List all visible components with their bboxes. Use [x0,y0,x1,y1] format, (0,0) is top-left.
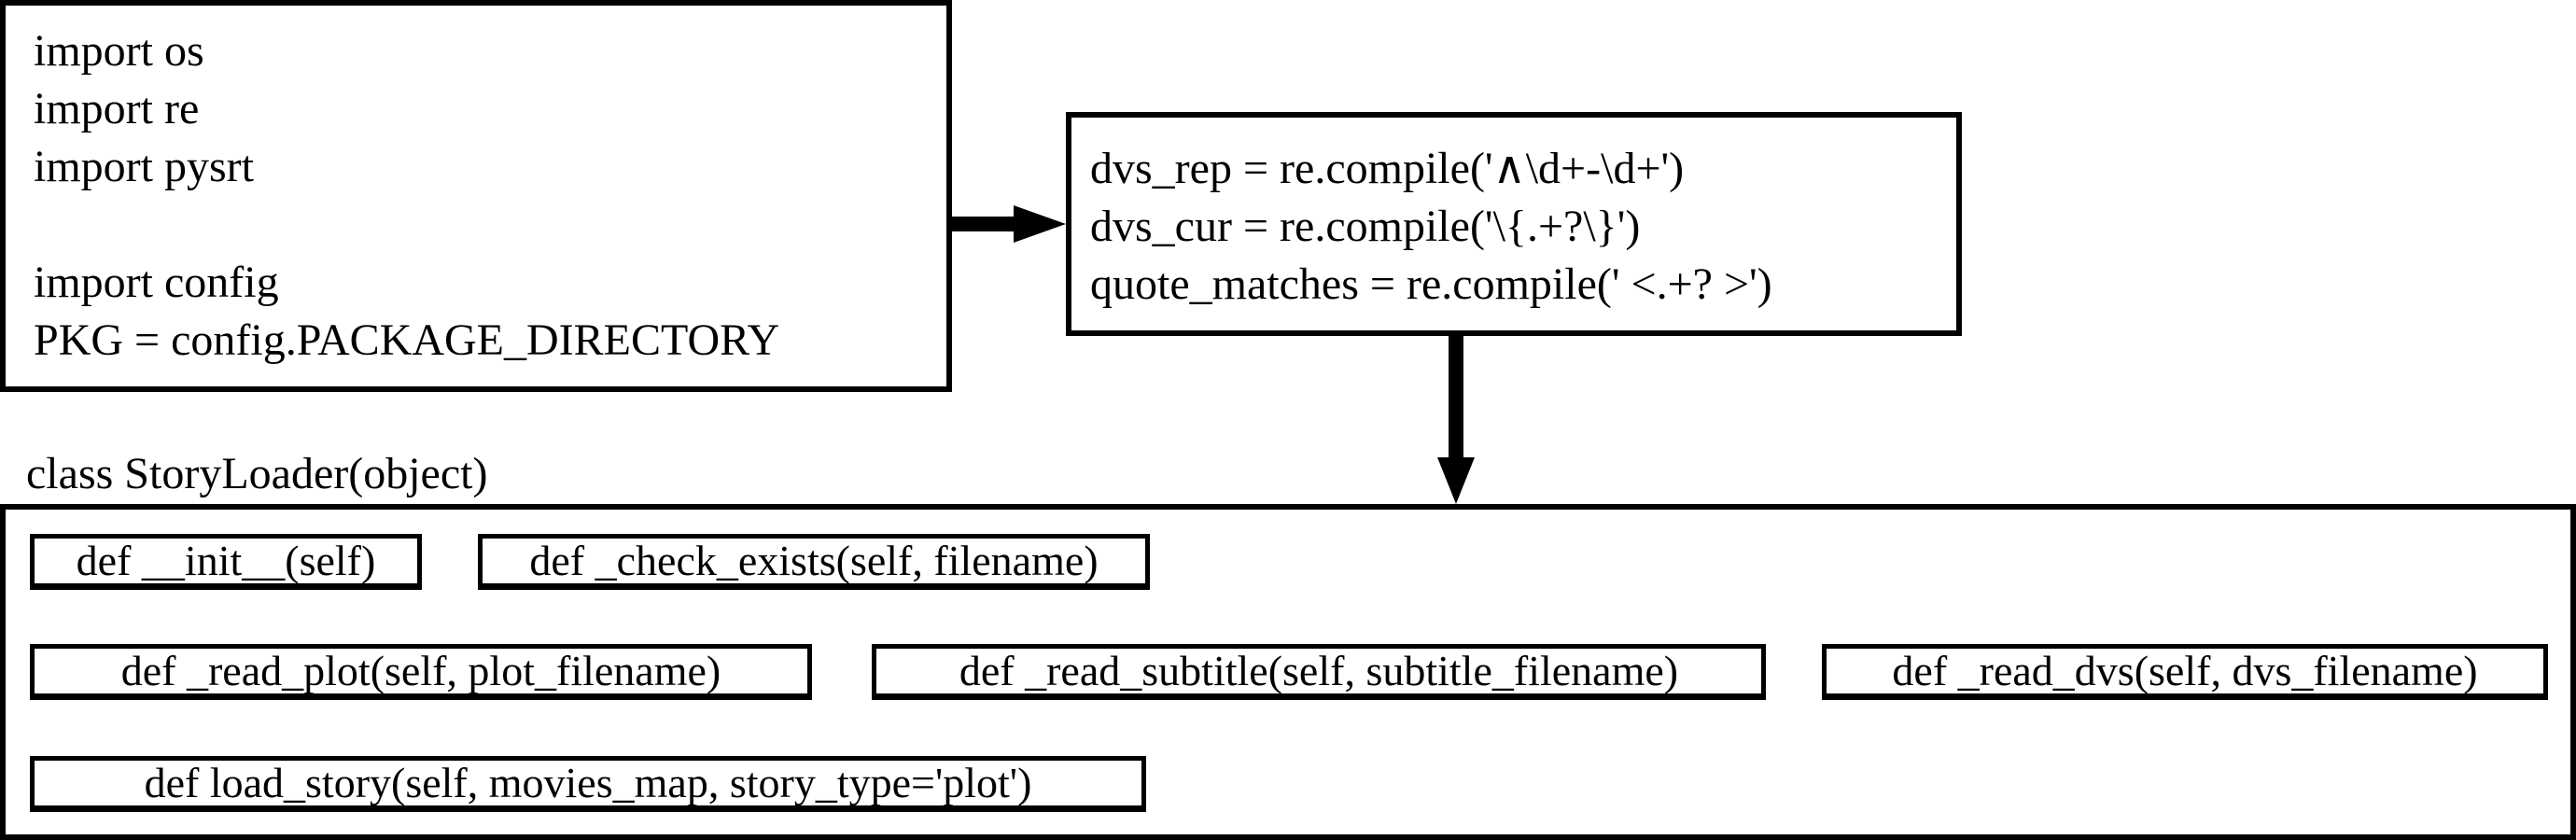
arrow-imports-to-regex [952,205,1066,243]
import-line: import os [34,26,204,76]
method-read-dvs: def _read_dvs(self, dvs_filename) [1822,644,2548,700]
class-label: class StoryLoader(object) [26,449,488,498]
regex-block: dvs_rep = re.compile('∧\d+-\d+') dvs_cur… [1066,112,1962,336]
method-check-exists: def _check_exists(self, filename) [478,534,1150,590]
regex-line: dvs_rep = re.compile('∧\d+-\d+') [1090,144,1685,193]
method-load-story: def load_story(self, movies_map, story_t… [30,756,1146,812]
import-line: import re [34,84,200,133]
regex-line: quote_matches = re.compile(' <.+? >') [1090,259,1772,309]
arrow-regex-to-class [1437,336,1475,504]
import-line: import pysrt [34,142,254,191]
method-read-plot: def _read_plot(self, plot_filename) [30,644,812,700]
import-line: PKG = config.PACKAGE_DIRECTORY [34,315,780,365]
method-read-subtitle: def _read_subtitle(self, subtitle_filena… [872,644,1766,700]
import-line: import config [34,258,279,307]
method-init: def __init__(self) [30,534,422,590]
imports-block: import os import re import pysrt import … [0,0,952,392]
regex-line: dvs_cur = re.compile('\{.+?\}') [1090,202,1641,251]
